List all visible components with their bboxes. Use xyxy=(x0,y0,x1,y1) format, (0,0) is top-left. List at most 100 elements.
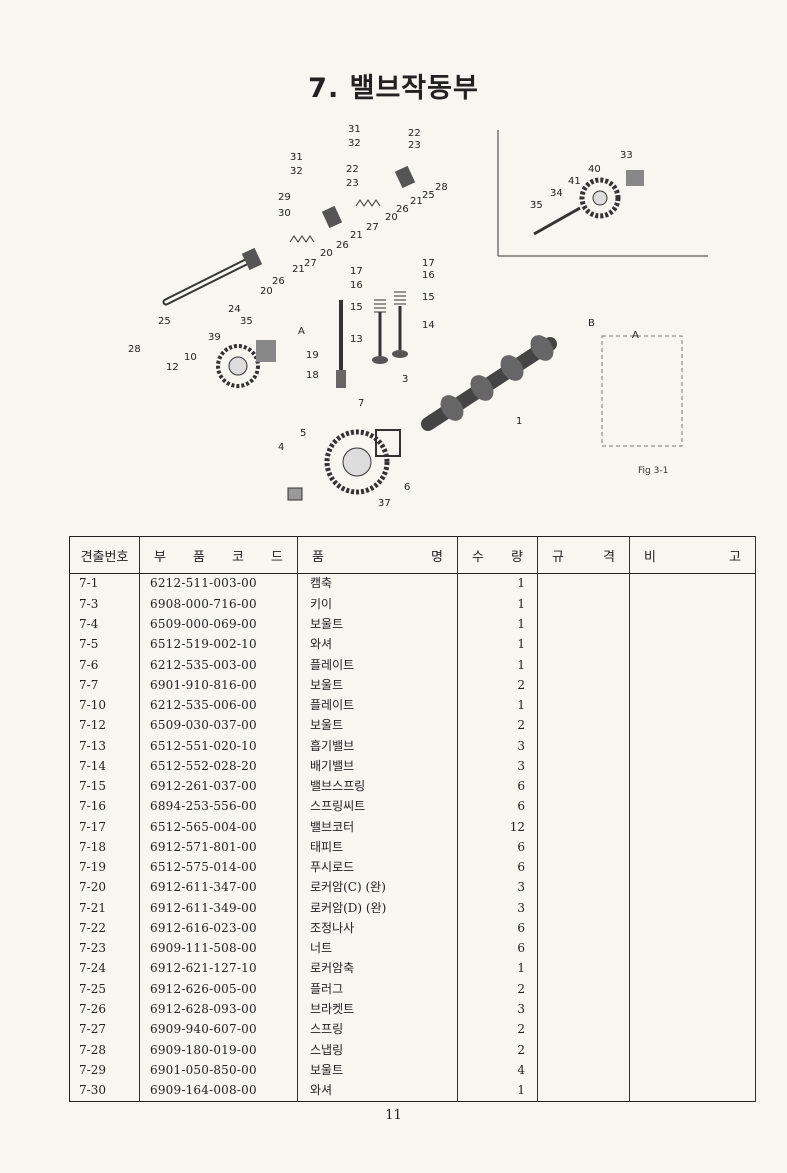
cell-no: 7-30 xyxy=(69,1080,140,1102)
cell-qty: 1 xyxy=(457,959,538,980)
page-title: 7. 밸브작동부 xyxy=(308,73,479,104)
cell-qty: 3 xyxy=(457,756,538,777)
cell-code: 6212-535-006-00 xyxy=(139,695,298,716)
cell-qty: 3 xyxy=(457,898,538,919)
cell-spec xyxy=(537,736,630,757)
cell-name: 와셔 xyxy=(297,634,458,656)
svg-text:20: 20 xyxy=(260,286,273,297)
svg-text:5: 5 xyxy=(300,428,306,439)
page-number: 11 xyxy=(385,1108,402,1123)
cell-code: 6901-050-850-00 xyxy=(139,1060,298,1081)
svg-text:14: 14 xyxy=(422,320,435,331)
cell-remarks xyxy=(629,918,756,939)
cell-name: 캠축 xyxy=(297,573,458,595)
cell-no: 7-14 xyxy=(69,756,140,777)
cell-spec xyxy=(537,817,630,838)
svg-text:32: 32 xyxy=(290,166,303,177)
svg-text:35: 35 xyxy=(530,200,543,211)
cell-qty: 3 xyxy=(457,878,538,899)
cell-remarks xyxy=(629,1040,756,1061)
cell-name: 키이 xyxy=(297,594,458,615)
cell-code: 6901-910-816-00 xyxy=(139,675,298,696)
cell-spec xyxy=(537,675,630,696)
svg-text:4: 4 xyxy=(278,442,284,453)
cell-remarks xyxy=(629,878,756,899)
cell-name: 밸브스프링 xyxy=(297,776,458,797)
svg-text:20: 20 xyxy=(320,248,333,259)
svg-text:35: 35 xyxy=(240,316,253,327)
cell-no: 7-7 xyxy=(69,675,140,696)
svg-text:15: 15 xyxy=(350,302,363,313)
cell-name: 배기밸브 xyxy=(297,756,458,777)
cell-no: 7-15 xyxy=(69,776,140,797)
cell-qty: 2 xyxy=(457,715,538,737)
cell-no: 7-13 xyxy=(69,736,140,757)
cell-remarks xyxy=(629,837,756,858)
svg-text:28: 28 xyxy=(435,182,448,193)
svg-text:28: 28 xyxy=(128,344,141,355)
svg-text:21: 21 xyxy=(410,196,423,207)
cell-remarks xyxy=(629,979,756,1000)
cell-spec xyxy=(537,634,630,656)
cell-qty: 6 xyxy=(457,796,538,818)
cell-name: 보울트 xyxy=(297,614,458,635)
svg-text:A: A xyxy=(632,330,639,341)
cell-name: 로커암축 xyxy=(297,959,458,980)
cell-qty: 1 xyxy=(457,1080,538,1102)
cell-name: 태피트 xyxy=(297,837,458,858)
cell-qty: 6 xyxy=(457,837,538,858)
cell-spec xyxy=(537,1040,630,1061)
cell-qty: 1 xyxy=(457,594,538,615)
cell-spec xyxy=(537,837,630,858)
cell-spec xyxy=(537,1060,630,1081)
header-no: 견출번호 xyxy=(69,536,140,574)
cell-spec xyxy=(537,938,630,960)
cell-no: 7-22 xyxy=(69,918,140,939)
cell-code: 6909-940-607-00 xyxy=(139,1019,298,1041)
cell-qty: 1 xyxy=(457,634,538,656)
cell-spec xyxy=(537,1019,630,1041)
svg-text:26: 26 xyxy=(272,276,285,287)
svg-text:22: 22 xyxy=(346,164,359,175)
svg-text:19: 19 xyxy=(306,350,319,361)
cell-remarks xyxy=(629,573,756,595)
cell-remarks xyxy=(629,796,756,818)
cell-name: 플러그 xyxy=(297,979,458,1000)
cell-code: 6912-611-349-00 xyxy=(139,898,298,919)
cell-name: 밸브코터 xyxy=(297,817,458,838)
cell-spec xyxy=(537,614,630,635)
cell-spec xyxy=(537,979,630,1000)
svg-text:22: 22 xyxy=(408,128,421,139)
cell-no: 7-10 xyxy=(69,695,140,716)
cell-name: 로커암(D) (완) xyxy=(297,898,458,919)
cell-remarks xyxy=(629,776,756,797)
svg-text:25: 25 xyxy=(158,316,171,327)
cell-no: 7-1 xyxy=(69,573,140,595)
cell-name: 와셔 xyxy=(297,1080,458,1102)
svg-text:17: 17 xyxy=(350,266,363,277)
svg-text:20: 20 xyxy=(385,212,398,223)
cell-name: 보울트 xyxy=(297,715,458,737)
svg-text:A: A xyxy=(298,326,305,337)
svg-text:13: 13 xyxy=(350,334,363,345)
cell-code: 6912-616-023-00 xyxy=(139,918,298,939)
cell-code: 6894-253-556-00 xyxy=(139,796,298,818)
svg-text:25: 25 xyxy=(422,190,435,201)
cell-code: 6909-164-008-00 xyxy=(139,1080,298,1102)
cell-qty: 6 xyxy=(457,857,538,878)
cell-remarks xyxy=(629,1060,756,1081)
svg-text:16: 16 xyxy=(350,280,363,291)
cell-name: 스프링씨트 xyxy=(297,796,458,818)
cell-code: 6909-111-508-00 xyxy=(139,938,298,960)
